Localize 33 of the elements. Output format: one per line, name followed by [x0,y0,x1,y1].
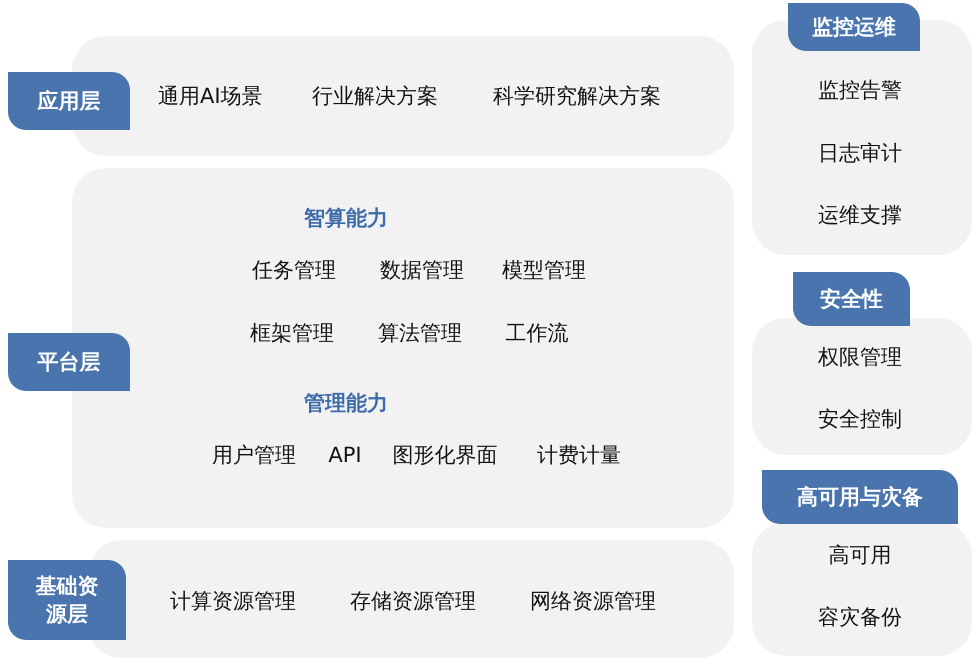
module-label: 任务管理 [252,257,336,284]
module-label: 工作流 [506,320,568,347]
module-label: API [328,442,362,469]
layer-tab: 平台层 [8,333,130,391]
layer-tab: 监控运维 [788,3,920,51]
section-heading: 管理能力 [304,390,388,417]
section-heading: 智算能力 [304,205,388,232]
module-label: 通用AI场景 [158,83,263,110]
module-label: 监控告警 [818,77,902,104]
module-label: 权限管理 [818,344,902,371]
module-label: 数据管理 [380,257,464,284]
module-label: 容灾备份 [818,604,902,631]
layer-panel [752,318,972,455]
module-label: 日志审计 [818,140,902,167]
module-label: 图形化界面 [392,442,498,469]
layer-panel [752,522,972,656]
module-label: 存储资源管理 [350,588,476,615]
module-label: 用户管理 [212,442,296,469]
module-label: 计算资源管理 [170,588,296,615]
module-label: 行业解决方案 [312,83,438,110]
layer-tab: 基础资源层 [8,560,126,640]
module-label: 计费计量 [537,442,621,469]
module-label: 高可用 [828,542,892,569]
layer-tab: 安全性 [793,272,910,326]
module-label: 算法管理 [378,320,462,347]
module-label: 网络资源管理 [530,588,656,615]
layer-tab: 高可用与灾备 [762,470,958,524]
module-label: 安全控制 [818,406,902,433]
module-label: 框架管理 [250,320,334,347]
layer-tab: 应用层 [8,72,130,130]
module-label: 科学研究解决方案 [493,83,661,110]
module-label: 模型管理 [502,257,586,284]
module-label: 运维支撑 [818,202,902,229]
